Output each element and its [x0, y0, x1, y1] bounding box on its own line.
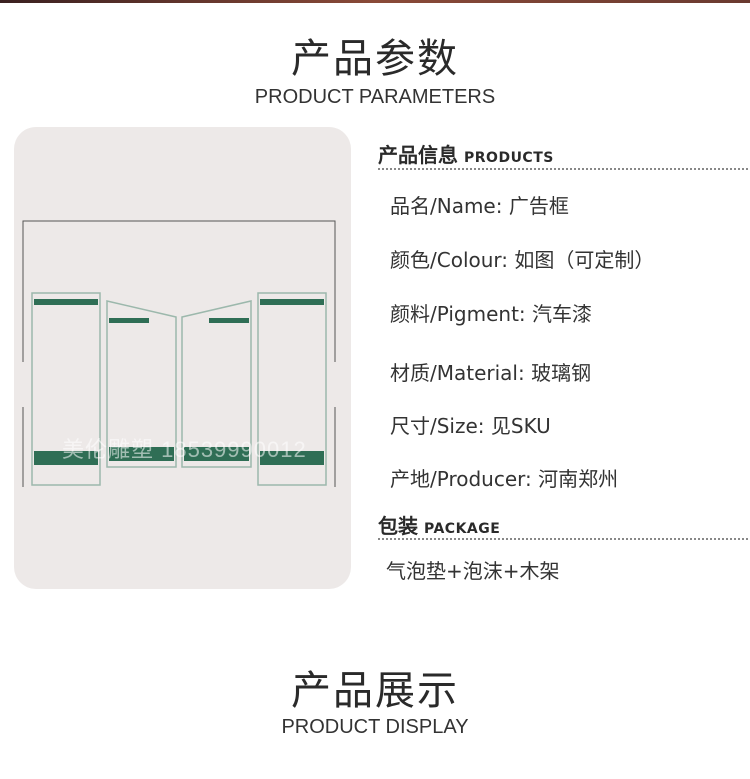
display-title: 产品展示	[291, 668, 459, 714]
top-accent-bar	[0, 0, 750, 3]
products-section-heading: 产品信息 PRODUCTS	[378, 139, 554, 168]
divider	[378, 538, 748, 540]
info-colour: 颜色/Colour: 如图（可定制）	[390, 248, 655, 272]
info-producer: 产地/Producer: 河南郑州	[390, 467, 619, 491]
parameters-title: 产品参数	[291, 36, 459, 82]
info-name: 品名/Name: 广告框	[390, 194, 569, 218]
package-heading-cn: 包装	[378, 514, 418, 538]
info-size: 尺寸/Size: 见SKU	[390, 414, 551, 438]
watermark: 美伦雕塑 18539990012	[62, 437, 307, 462]
parameters-subtitle: PRODUCT PARAMETERS	[254, 86, 496, 108]
divider	[378, 168, 748, 170]
info-pigment: 颜料/Pigment: 汽车漆	[390, 302, 593, 326]
product-image: 美伦雕塑 18539990012	[14, 127, 351, 589]
products-heading-cn: 产品信息	[378, 143, 458, 167]
products-heading-en: PRODUCTS	[464, 150, 554, 166]
package-section-heading: 包装 PACKAGE	[378, 510, 500, 539]
info-material: 材质/Material: 玻璃钢	[390, 361, 592, 385]
package-heading-en: PACKAGE	[424, 521, 501, 537]
display-subtitle: PRODUCT DISPLAY	[281, 716, 469, 738]
package-value: 气泡垫+泡沫+木架	[386, 559, 560, 583]
